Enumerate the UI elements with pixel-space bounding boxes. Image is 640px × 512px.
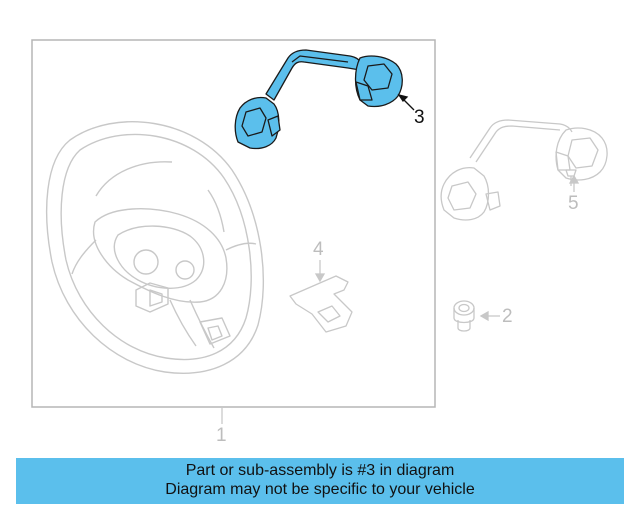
callout-5-label: 5 <box>568 193 579 214</box>
callout-4-label: 4 <box>313 239 324 260</box>
callout-5-arrow <box>568 174 580 192</box>
steering-wheel <box>45 121 265 374</box>
callout-3-label: 3 <box>414 107 425 128</box>
callout-1-label: 1 <box>216 425 227 446</box>
switch-assembly-highlighted <box>234 49 403 150</box>
switch-assembly-reference <box>440 119 608 221</box>
assembly-frame <box>31 39 436 408</box>
banner-line-1: Part or sub-assembly is #3 in diagram <box>185 462 455 479</box>
callout-2-arrow <box>479 310 500 322</box>
callout-2-label: 2 <box>502 306 513 327</box>
callout-4-arrow <box>314 260 326 283</box>
grommet-part <box>453 300 475 332</box>
info-banner: Part or sub-assembly is #3 in diagram Di… <box>16 458 624 504</box>
banner-line-2: Diagram may not be specific to your vehi… <box>165 481 475 498</box>
parts-diagram <box>31 39 608 424</box>
bracket-part <box>289 275 353 333</box>
callout-3-arrow <box>397 93 415 111</box>
